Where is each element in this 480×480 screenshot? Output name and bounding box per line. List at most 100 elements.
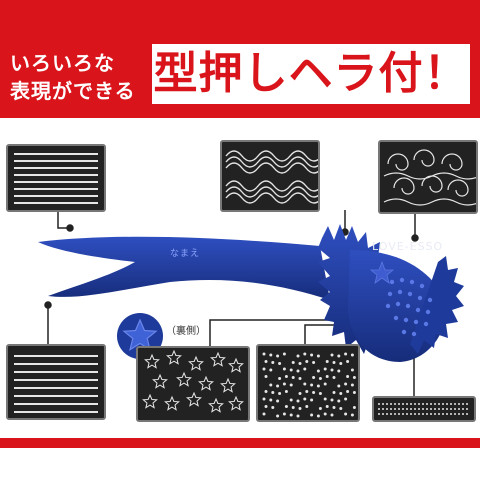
star-stamp-mark bbox=[152, 373, 168, 389]
dot-mark bbox=[284, 405, 288, 408]
dot-mark bbox=[296, 399, 300, 403]
dot-mark bbox=[318, 392, 322, 395]
dot-mark bbox=[344, 382, 348, 386]
spatula-blade bbox=[38, 236, 330, 300]
star-stamp-mark bbox=[210, 351, 226, 367]
headline-box bbox=[152, 44, 470, 104]
dot-mark bbox=[312, 391, 316, 394]
dot-mark bbox=[291, 361, 295, 364]
dot-mark bbox=[271, 361, 275, 364]
dot-mark bbox=[278, 392, 282, 395]
star-stamp-mark bbox=[188, 355, 204, 371]
dot-mark bbox=[316, 384, 320, 388]
dot-mark bbox=[346, 375, 350, 378]
dot-mark bbox=[337, 354, 341, 358]
star-stamp-mark bbox=[208, 397, 224, 413]
dot-mark bbox=[296, 414, 300, 418]
dot-mark bbox=[316, 369, 320, 373]
dot-mark bbox=[278, 377, 282, 380]
dot-mark bbox=[262, 352, 266, 356]
star-stamp-mark bbox=[186, 391, 202, 407]
dot-mark bbox=[276, 399, 280, 403]
dot-mark bbox=[350, 383, 354, 387]
dot-mark bbox=[298, 407, 302, 410]
star-stamp-mark bbox=[228, 357, 244, 373]
dot-mark bbox=[269, 368, 273, 372]
dot-mark bbox=[298, 362, 302, 365]
dot-mark bbox=[323, 382, 327, 386]
roller-star-mark bbox=[369, 260, 395, 284]
sample-straight-lines-top bbox=[6, 144, 106, 212]
dot-mark bbox=[276, 384, 280, 388]
dot-mark bbox=[316, 414, 320, 418]
dot-mark bbox=[330, 413, 334, 417]
dot-mark bbox=[352, 376, 356, 379]
dot-mark bbox=[337, 369, 341, 373]
dot-mark bbox=[332, 376, 336, 379]
dot-mark bbox=[298, 377, 302, 380]
dot-mark bbox=[323, 397, 327, 401]
dot-mark bbox=[337, 384, 341, 388]
dot-mark bbox=[339, 362, 343, 365]
dot-mark bbox=[339, 392, 343, 395]
dot-mark bbox=[303, 367, 307, 371]
dot-mark bbox=[344, 352, 348, 356]
dot-mark bbox=[344, 412, 348, 416]
dot-mark bbox=[291, 406, 295, 409]
tool-name-label: なまえ bbox=[170, 249, 201, 259]
dot-mark bbox=[264, 375, 268, 378]
dot-mark bbox=[305, 360, 309, 363]
dot-mark bbox=[350, 353, 354, 357]
dot-mark bbox=[323, 367, 327, 371]
dot-mark bbox=[330, 398, 334, 402]
dot-mark bbox=[350, 413, 354, 417]
roller-dots bbox=[385, 277, 433, 337]
dot-mark bbox=[269, 398, 273, 402]
dot-mark bbox=[325, 375, 329, 378]
dot-mark bbox=[344, 397, 348, 401]
dot-mark bbox=[291, 376, 295, 379]
dot-mark bbox=[264, 360, 268, 363]
dot-mark bbox=[303, 352, 307, 356]
dot-mark bbox=[282, 382, 286, 386]
bottom-red-bar bbox=[0, 438, 480, 448]
dot-mark bbox=[289, 368, 293, 372]
sample-wavy-lines bbox=[220, 140, 320, 212]
dot-mark bbox=[350, 368, 354, 372]
sample-star-stamps bbox=[136, 346, 250, 422]
sample-dotted-band bbox=[372, 396, 476, 422]
dot-mark bbox=[318, 407, 322, 410]
dot-mark bbox=[332, 406, 336, 409]
dot-mark bbox=[312, 376, 316, 379]
star-stamp-mark bbox=[198, 375, 214, 391]
banner-subtitle-line1: いろいろな bbox=[10, 51, 115, 75]
dot-mark bbox=[282, 412, 286, 416]
dot-mark bbox=[276, 354, 280, 358]
banner-headline: 型押しヘラ付！ bbox=[153, 48, 469, 99]
dot-mark bbox=[289, 398, 293, 402]
dot-mark bbox=[310, 353, 314, 357]
dot-mark bbox=[316, 354, 320, 358]
dot-mark bbox=[310, 398, 314, 402]
star-stamp-mark bbox=[220, 377, 236, 393]
banner-subtitle-line2: 表現ができる bbox=[10, 79, 136, 103]
star-stamp-mark bbox=[164, 395, 180, 411]
dot-mark bbox=[346, 360, 350, 363]
dot-mark bbox=[339, 407, 343, 410]
dot-mark bbox=[310, 383, 314, 387]
dot-mark bbox=[276, 414, 280, 418]
dot-mark bbox=[352, 391, 356, 394]
dot-mark bbox=[284, 375, 288, 378]
dot-mark bbox=[325, 360, 329, 363]
dot-mark bbox=[269, 353, 273, 357]
dot-mark bbox=[332, 361, 336, 364]
dot-mark bbox=[303, 382, 307, 386]
dot-mark bbox=[289, 413, 293, 417]
dot-mark bbox=[332, 391, 336, 394]
dot-mark bbox=[264, 390, 268, 393]
dot-mark bbox=[310, 413, 314, 417]
back-side-label: （裏側） bbox=[166, 326, 206, 337]
dot-mark bbox=[305, 405, 309, 408]
dot-mark bbox=[296, 369, 300, 373]
